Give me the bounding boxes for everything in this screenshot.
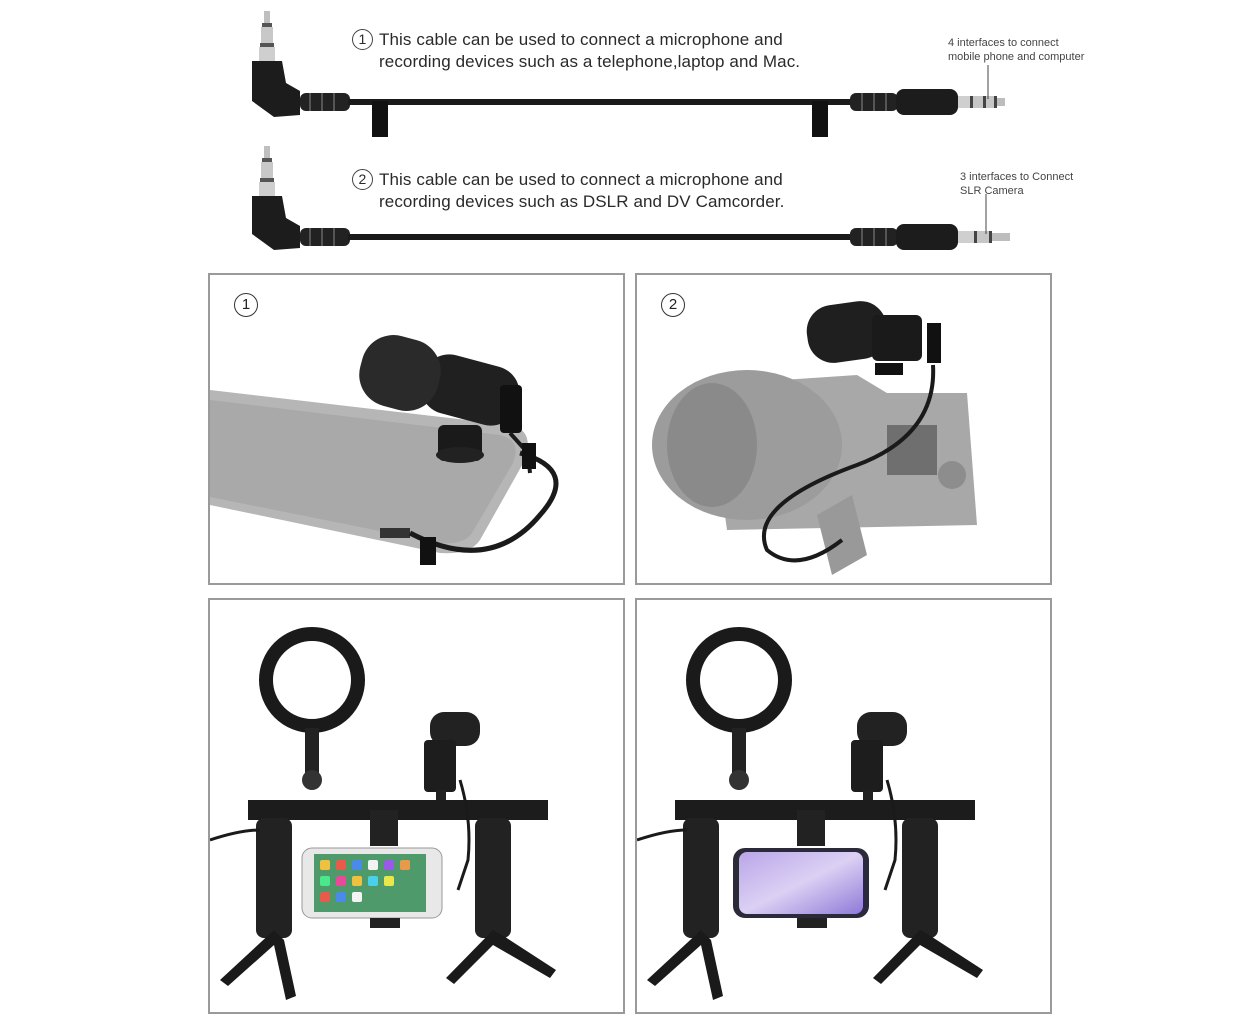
- panel-phone-usage: 1: [208, 273, 625, 585]
- panel-camera-usage: 2: [635, 273, 1052, 585]
- cable-2-line-1: This cable can be used to connect a micr…: [379, 170, 783, 189]
- panel-1-number: 1: [234, 293, 258, 317]
- panel-rig-iphone: [208, 598, 625, 1014]
- cable-1-illustration: [252, 11, 1005, 137]
- cable-1-number: 1: [352, 29, 373, 50]
- panel-rig-android: [635, 598, 1052, 1014]
- cable-2-note-line-2: SLR Camera: [960, 185, 1024, 197]
- cable-1-note-line-1: 4 interfaces to connect: [948, 37, 1059, 49]
- cable-2-illustration: [252, 146, 1010, 250]
- cable-2-number: 2: [352, 169, 373, 190]
- cable-1-note-line-2: mobile phone and computer: [948, 51, 1085, 63]
- cable-1-line-1: This cable can be used to connect a micr…: [379, 30, 783, 49]
- cable-2-description: 2 This cable can be used to connect a mic…: [352, 169, 784, 213]
- cable-2-note: 3 interfaces to Connect SLR Camera: [960, 170, 1073, 198]
- panel-2-number: 2: [661, 293, 685, 317]
- cable-2-note-line-1: 3 interfaces to Connect: [960, 171, 1074, 183]
- rig-with-android-photo: [637, 627, 983, 1000]
- rig-with-iphone-photo: [210, 627, 556, 1000]
- cable-2-line-2: recording devices such as DSLR and DV Ca…: [379, 192, 785, 211]
- camera-with-microphone-photo: [652, 301, 977, 575]
- cable-1-description: 1 This cable can be used to connect a mic…: [352, 29, 800, 73]
- cable-1-line-2: recording devices such as a telephone,la…: [379, 52, 801, 71]
- phone-with-microphone-photo: [210, 335, 559, 565]
- cable-1-note: 4 interfaces to connect mobile phone and…: [948, 36, 1084, 64]
